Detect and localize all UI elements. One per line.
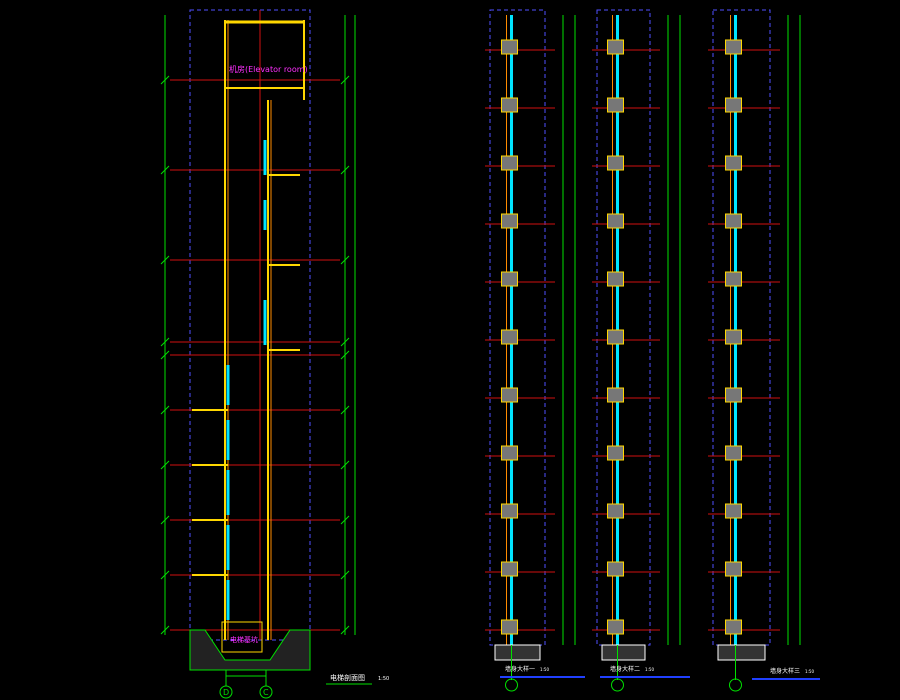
wall-section-2 xyxy=(592,9,681,692)
dimension-tick xyxy=(340,515,350,525)
slab-edge xyxy=(607,561,624,577)
axis-label-d: D xyxy=(223,688,229,697)
slab-edge xyxy=(501,503,518,519)
dimension-tick xyxy=(160,515,170,525)
dimension-tick xyxy=(340,337,350,347)
slab-edge xyxy=(607,39,624,55)
slab-edge xyxy=(501,271,518,287)
dimension-tick xyxy=(160,75,170,85)
slab-edge xyxy=(725,39,742,55)
slab-edge xyxy=(725,329,742,345)
wall-section-3-title: 墙身大样三 xyxy=(770,667,800,675)
dimension-tick xyxy=(340,460,350,470)
dimension-tick xyxy=(340,165,350,175)
elevator-shaft-section xyxy=(160,9,356,686)
section-scale: 1:50 xyxy=(378,676,389,682)
axis-bubble xyxy=(505,678,518,692)
shaft-outline xyxy=(189,9,311,641)
section-title: 电梯剖面图 xyxy=(330,673,365,682)
dimension-tick xyxy=(160,405,170,415)
axis-bubble xyxy=(729,678,742,692)
slab-edge xyxy=(607,155,624,171)
slab-edge xyxy=(725,155,742,171)
slab-edge xyxy=(725,561,742,577)
wall-section-1 xyxy=(485,9,576,692)
dimension-tick xyxy=(160,460,170,470)
pit-label: 电梯基坑 xyxy=(230,635,258,644)
slab-edge xyxy=(607,271,624,287)
slab-edge xyxy=(607,329,624,345)
slab-edge xyxy=(725,97,742,113)
dimension-tick xyxy=(160,625,170,635)
slab-edge xyxy=(725,271,742,287)
pit-foundation xyxy=(189,629,311,671)
slab-edge xyxy=(501,619,518,635)
wall-section-3 xyxy=(708,9,801,692)
dimension-tick xyxy=(160,255,170,265)
slab-edge xyxy=(725,503,742,519)
dimension-tick xyxy=(340,570,350,580)
slab-edge xyxy=(725,619,742,635)
wall-section-1-scale: 1:50 xyxy=(540,667,549,672)
dimension-tick xyxy=(340,625,350,635)
dimension-tick xyxy=(340,350,350,360)
dimension-tick xyxy=(160,165,170,175)
slab-edge xyxy=(607,387,624,403)
slab-edge xyxy=(501,97,518,113)
dimension-tick xyxy=(160,337,170,347)
wall-sections xyxy=(485,9,801,692)
slab-edge xyxy=(501,155,518,171)
wall-section-1-title: 墙身大样一 xyxy=(505,665,535,673)
foundation xyxy=(601,644,646,661)
slab-edge xyxy=(607,503,624,519)
pit-box xyxy=(221,621,263,653)
section-outline xyxy=(712,9,771,646)
slab-edge xyxy=(501,387,518,403)
axis-label-c: C xyxy=(263,688,269,697)
dimension-tick xyxy=(160,350,170,360)
slab-edge xyxy=(607,619,624,635)
foundation xyxy=(717,644,766,661)
slab-edge xyxy=(501,39,518,55)
foundation xyxy=(494,644,541,661)
slab-edge xyxy=(501,561,518,577)
slab-edge xyxy=(607,97,624,113)
slab-edge xyxy=(501,445,518,461)
dimension-tick xyxy=(160,570,170,580)
axis-bubble-d xyxy=(219,685,233,699)
slab-edge xyxy=(725,213,742,229)
slab-edge xyxy=(725,445,742,461)
wall-section-2-title: 墙身大样二 xyxy=(610,665,640,673)
dimension-tick xyxy=(340,255,350,265)
elevator-room-label: 机房(Elevator room) xyxy=(229,64,308,74)
dimension-tick xyxy=(340,75,350,85)
slab-edge xyxy=(607,213,624,229)
axis-bubble-c xyxy=(259,685,273,699)
wall-section-3-scale: 1:50 xyxy=(805,669,814,674)
dimension-tick xyxy=(340,405,350,415)
slab-edge xyxy=(501,213,518,229)
slab-edge xyxy=(607,445,624,461)
slab-edge xyxy=(725,387,742,403)
axis-bubble xyxy=(611,678,624,692)
wall-section-2-scale: 1:50 xyxy=(645,667,654,672)
slab-edge xyxy=(501,329,518,345)
